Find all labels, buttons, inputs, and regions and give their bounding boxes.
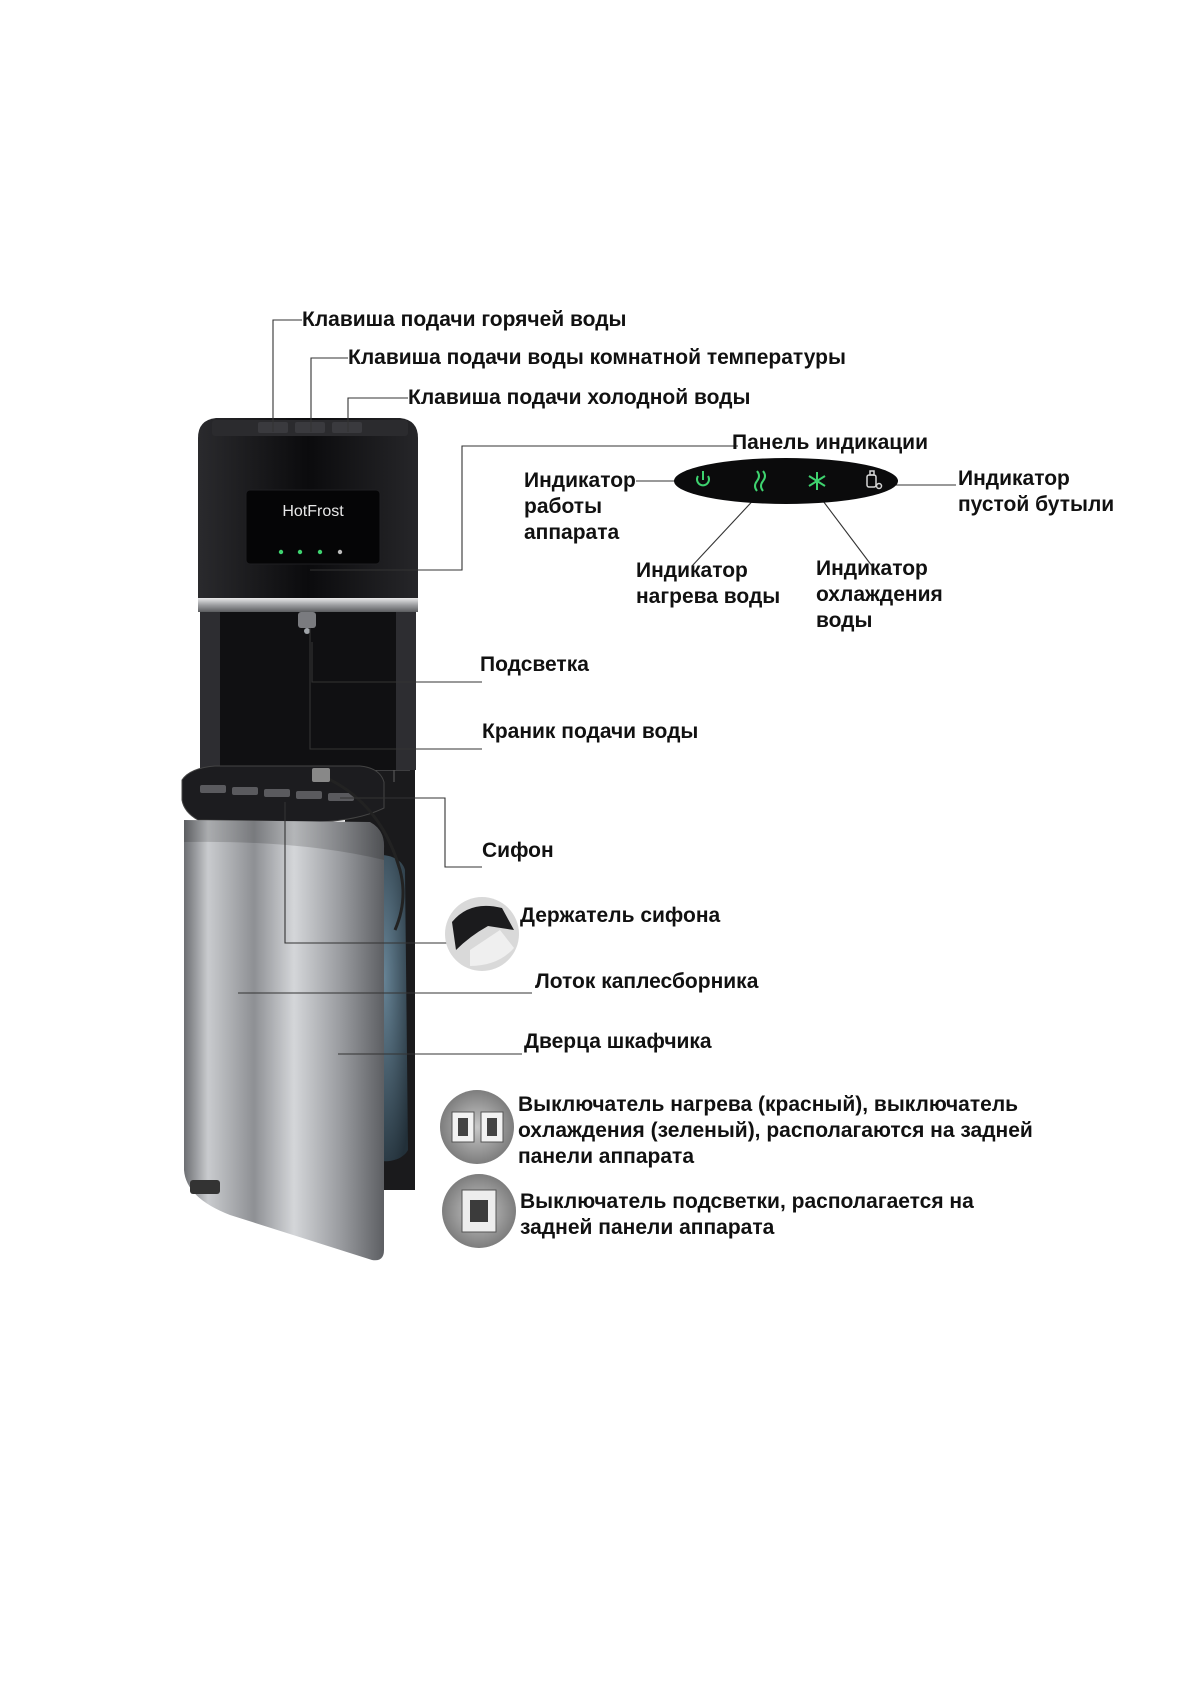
leader-tap bbox=[309, 628, 482, 750]
label-siphon-holder: Держатель сифона bbox=[520, 904, 721, 927]
label-heat-cool-switch: Выключатель нагрева (красный), выключате… bbox=[518, 1093, 1033, 1168]
niche-side-right bbox=[396, 612, 416, 770]
label-backlight-switch: Выключатель подсветки, располагается на … bbox=[520, 1190, 974, 1239]
leader-indicator-panel bbox=[310, 445, 738, 571]
label-siphon: Сифон bbox=[482, 839, 554, 862]
dispense-niche bbox=[200, 612, 416, 770]
water-tap bbox=[298, 612, 316, 628]
leader-cold-key bbox=[347, 397, 408, 432]
heat-icon bbox=[754, 470, 766, 492]
label-cold-water-key: Клавиша подачи холодной воды bbox=[408, 386, 751, 409]
label-water-tap: Краник подачи воды bbox=[482, 720, 699, 743]
backlight-switch-thumbnail bbox=[442, 1174, 516, 1248]
leader-heating bbox=[691, 492, 761, 567]
leader-hot-key bbox=[272, 319, 302, 432]
dispenser-foot bbox=[190, 1180, 220, 1194]
front-power-indicator bbox=[278, 549, 284, 555]
siphon-holder bbox=[312, 768, 330, 782]
door-shadow bbox=[184, 820, 385, 860]
bottle-icon bbox=[866, 470, 883, 490]
leader-siphon bbox=[340, 797, 482, 868]
brand-logo: HotFrost bbox=[282, 503, 344, 520]
label-room-temp-key: Клавиша подачи воды комнатной температур… bbox=[348, 346, 846, 369]
label-empty-bottle-indicator: Индикатор пустой бутыли bbox=[958, 467, 1115, 516]
heat-cool-switch-thumbnail bbox=[440, 1090, 514, 1164]
power-icon bbox=[696, 471, 710, 487]
indicator-panel-oval bbox=[674, 458, 898, 504]
label-drip-tray: Лоток каплесборника bbox=[535, 970, 759, 993]
cabinet-door bbox=[184, 820, 385, 1261]
siphon-holder-thumbnail bbox=[445, 897, 519, 971]
front-cool-indicator bbox=[317, 549, 323, 555]
backlight-led bbox=[304, 628, 310, 634]
leader-room-key bbox=[310, 357, 348, 432]
front-heat-indicator bbox=[297, 549, 303, 555]
label-power-indicator: Индикатор работы аппарата bbox=[524, 469, 636, 544]
snowflake-icon bbox=[808, 472, 826, 490]
leader-siphon-holder bbox=[284, 802, 452, 944]
leader-backlight bbox=[311, 642, 482, 683]
label-cooling-indicator: Индикатор охлаждения воды bbox=[816, 557, 943, 632]
chrome-band bbox=[198, 598, 418, 612]
indicator-panel-closeup bbox=[674, 458, 898, 504]
label-indicator-panel: Панель индикации bbox=[732, 431, 928, 454]
label-hot-water-key: Клавиша подачи горячей воды bbox=[302, 308, 627, 331]
front-display bbox=[245, 489, 381, 565]
drip-tray-grill bbox=[200, 785, 354, 801]
cold-water-key[interactable] bbox=[332, 422, 362, 433]
niche-side-left bbox=[200, 612, 220, 770]
room-temp-water-key[interactable] bbox=[295, 422, 325, 433]
label-heating-indicator: Индикатор нагрева воды bbox=[636, 559, 781, 608]
siphon-tube bbox=[319, 773, 405, 931]
leader-cooling bbox=[816, 492, 873, 567]
dispenser-body: HotFrost bbox=[181, 418, 418, 1261]
label-backlight: Подсветка bbox=[480, 653, 589, 676]
label-cabinet-door: Дверца шкафчика bbox=[524, 1030, 712, 1053]
front-bottle-indicator bbox=[337, 549, 343, 555]
